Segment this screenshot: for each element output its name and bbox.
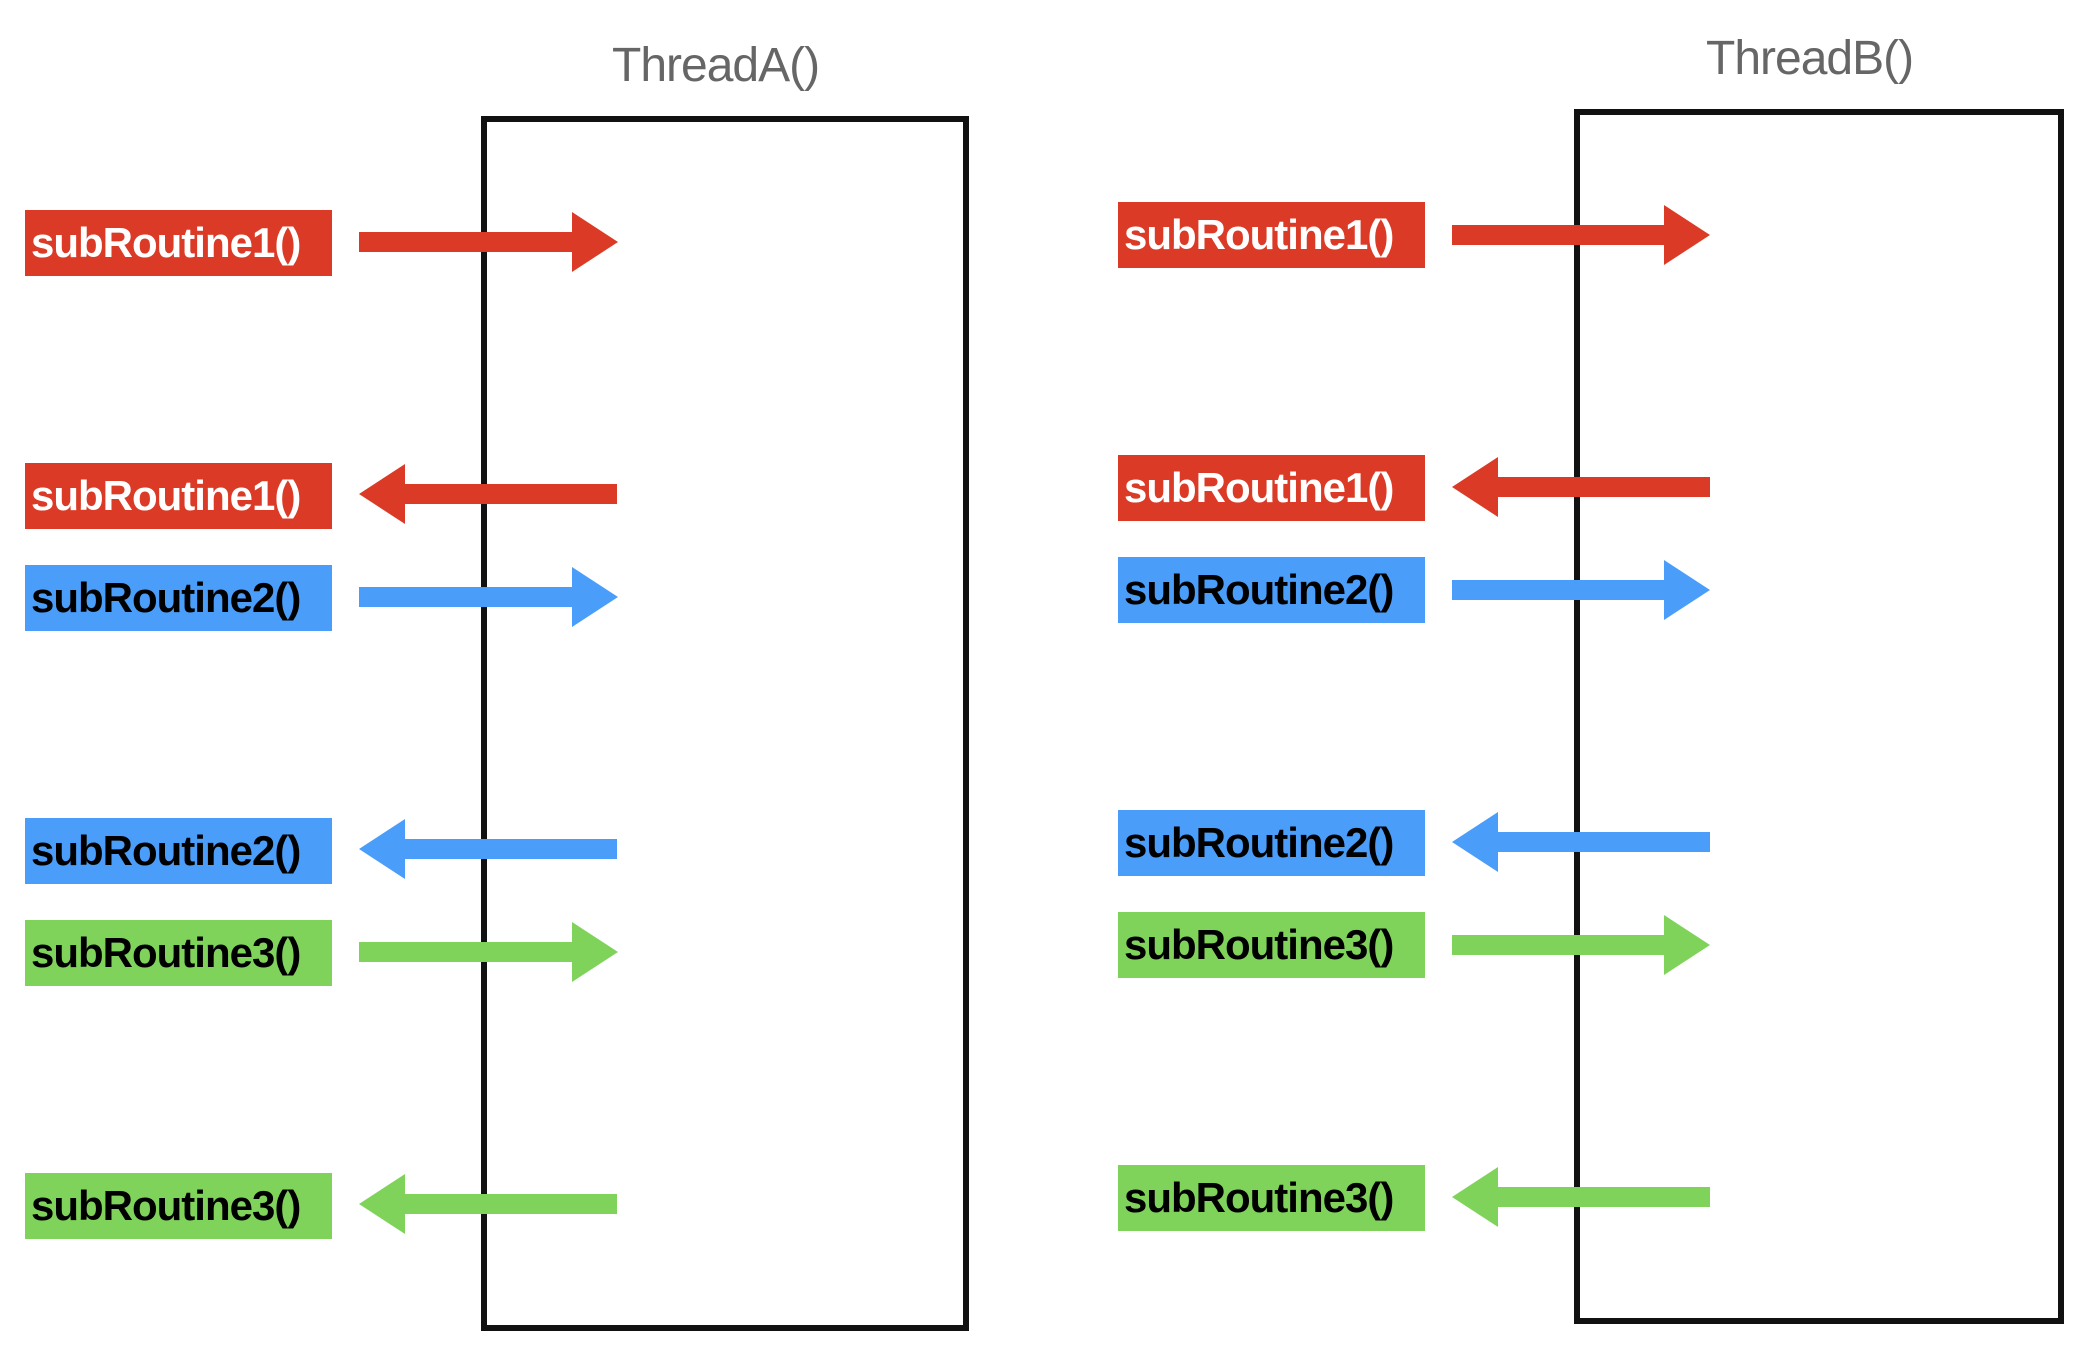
thread-b-return-subroutine2-arrow (1452, 812, 1710, 872)
thread-a-return-subroutine2-label: subRoutine2() (25, 818, 332, 884)
thread-b-call-subroutine3-label: subRoutine3() (1118, 912, 1425, 978)
thread-b-call-subroutine3-arrow (1452, 915, 1710, 975)
thread-a-return-subroutine3-arrow (359, 1174, 617, 1234)
thread-a-title: ThreadA() (612, 39, 820, 92)
thread-b-call-subroutine2-arrow (1452, 560, 1710, 620)
thread-a-call-subroutine2-label: subRoutine2() (25, 565, 332, 631)
thread-a-return-subroutine1-arrow (359, 464, 617, 524)
thread-a-call-subroutine2-arrow (359, 567, 618, 627)
thread-a-call-subroutine1-arrow (359, 212, 618, 272)
thread-b-return-subroutine3-arrow (1452, 1167, 1710, 1227)
thread-b-return-subroutine1-arrow (1452, 457, 1710, 517)
thread-b-call-subroutine2-label: subRoutine2() (1118, 557, 1425, 623)
thread-a-return-subroutine1-label: subRoutine1() (25, 463, 332, 529)
thread-b-return-subroutine2-label: subRoutine2() (1118, 810, 1425, 876)
thread-b-return-subroutine3-label: subRoutine3() (1118, 1165, 1425, 1231)
thread-b-title: ThreadB() (1706, 32, 1914, 85)
thread-a-return-subroutine3-label: subRoutine3() (25, 1173, 332, 1239)
thread-b-call-subroutine1-label: subRoutine1() (1118, 202, 1425, 268)
thread-b-call-subroutine1-arrow (1452, 205, 1710, 265)
thread-a-call-subroutine1-label: subRoutine1() (25, 210, 332, 276)
thread-a-call-subroutine3-arrow (359, 922, 618, 982)
thread-b-box (1574, 109, 2064, 1324)
thread-a-box (481, 116, 969, 1331)
thread-a-call-subroutine3-label: subRoutine3() (25, 920, 332, 986)
thread-b-return-subroutine1-label: subRoutine1() (1118, 455, 1425, 521)
thread-a-return-subroutine2-arrow (359, 819, 617, 879)
